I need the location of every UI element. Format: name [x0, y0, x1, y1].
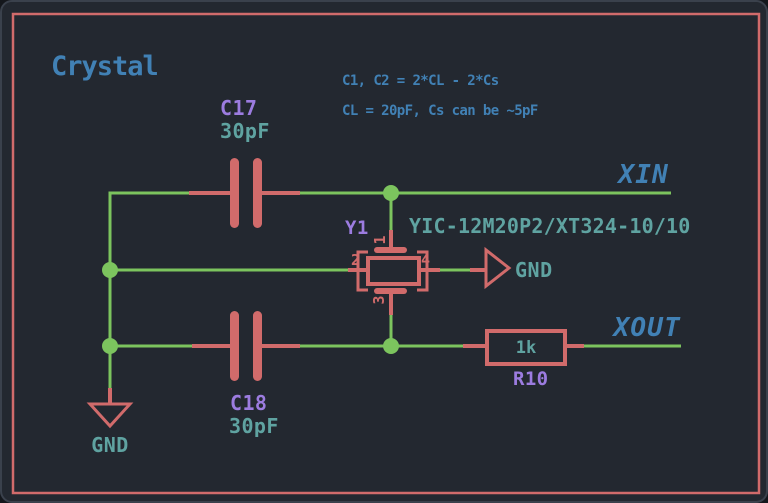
- net-label-xout: XOUT: [612, 313, 682, 343]
- y1-reference: Y1: [345, 217, 369, 239]
- r10-reference: R10: [513, 368, 549, 390]
- gnd-right-arrow-icon: [484, 246, 512, 290]
- r10-value: 1k: [516, 338, 536, 358]
- wire-left-loop: [108, 191, 189, 388]
- c18-value: 30pF: [229, 414, 279, 438]
- gnd-power-symbol-right: GND: [470, 246, 553, 290]
- y1-pin4-number: 4: [421, 251, 430, 269]
- gnd-right-label: GND: [515, 258, 553, 282]
- y1-case-bracket-left: [356, 250, 368, 292]
- sheet-title: Crystal: [51, 51, 158, 82]
- y1-pin3-number: 3: [370, 295, 388, 304]
- y1-body: [366, 256, 421, 286]
- y1-pin2-number: 2: [351, 251, 360, 269]
- gnd-bottom-label: GND: [91, 433, 129, 457]
- r10-body: [485, 329, 567, 366]
- y1-value: YIC-12M20P2/XT324-10/10: [409, 214, 691, 238]
- junction-xout: [383, 338, 399, 354]
- capacitor-c18: C18 30pF: [192, 311, 300, 438]
- note-cl-value: CL = 20pF, Cs can be ~5pF: [342, 103, 538, 119]
- y1-pin1-number: 1: [371, 235, 389, 244]
- sheet-border: [11, 12, 761, 495]
- y1-top-plate: [374, 247, 407, 253]
- gnd-bottom-triangle-icon: [86, 402, 134, 429]
- c17-reference: C17: [220, 96, 257, 120]
- net-label-xin: XIN: [616, 160, 669, 190]
- c17-plate-left: [230, 158, 239, 228]
- gnd-power-symbol-bottom: GND: [86, 388, 134, 457]
- resistor-r10: 1k R10: [463, 329, 584, 390]
- note-formula: C1, C2 = 2*CL - 2*Cs: [342, 73, 499, 89]
- junction-left-mid: [102, 262, 118, 278]
- c18-plate-left: [230, 311, 239, 381]
- c18-reference: C18: [230, 391, 267, 415]
- junction-xin: [383, 185, 399, 201]
- crystal-y1: 1 2 3 4 Y1 YIC-12M20P2/XT324-10/10: [345, 214, 691, 315]
- c17-value: 30pF: [220, 119, 270, 143]
- y1-bottom-plate: [374, 288, 407, 294]
- c18-plate-right: [253, 311, 262, 381]
- capacitor-c17: C17 30pF: [189, 96, 300, 228]
- c17-plate-right: [253, 158, 262, 228]
- junction-dots: [102, 185, 399, 354]
- junction-left-bottom: [102, 338, 118, 354]
- y1-case-bracket-right: [417, 250, 429, 292]
